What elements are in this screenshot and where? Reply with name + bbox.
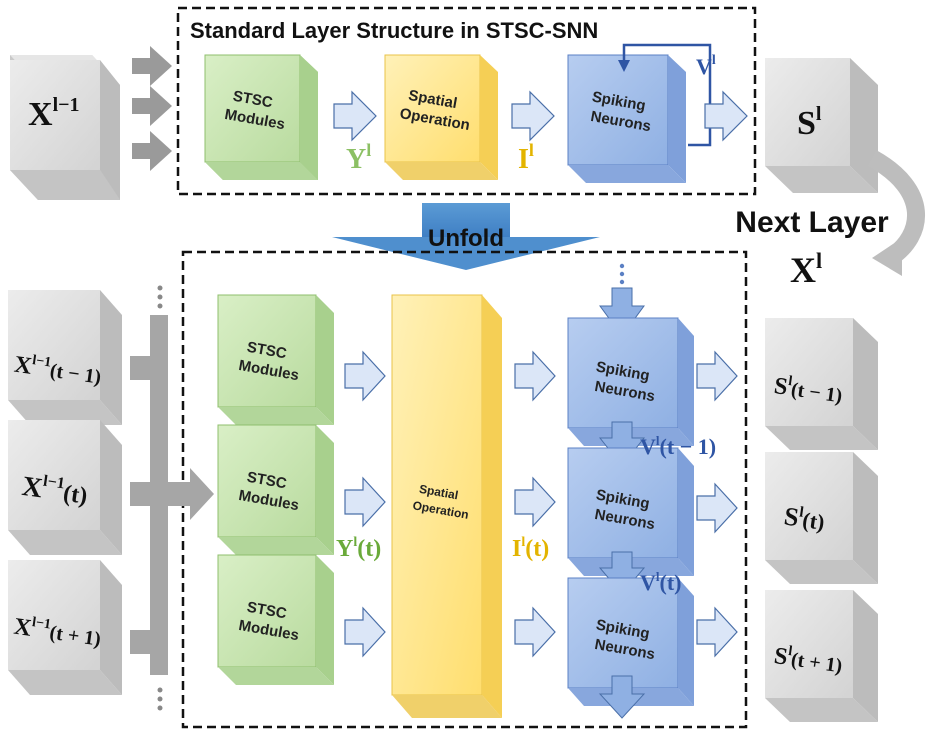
bottom-stsc-block-2 (217, 424, 334, 555)
top-i-label: Il (518, 140, 534, 175)
bottom-stsc-label-2a: STSC (246, 469, 289, 493)
top-input-arrows (132, 46, 172, 171)
bottom-spiking-block-3 (567, 577, 694, 706)
bottom-spiking-block-1 (567, 317, 694, 446)
top-output-label: Sl (797, 103, 822, 142)
next-layer-arrowhead (872, 238, 902, 276)
top-spiking-block (567, 54, 686, 183)
top-arrow-i (511, 90, 555, 142)
top-panel-title: Standard Layer Structure in STSC-SNN (190, 18, 598, 43)
left-ellipsis-bottom (157, 687, 163, 711)
bottom-input-label-2: Xl−1(t) (20, 470, 90, 511)
v-label-t: Vl(t) (640, 569, 682, 595)
input-bus (130, 315, 214, 675)
top-output-box (765, 58, 878, 193)
top-v-loop (622, 43, 712, 147)
top-v-label: Vl (696, 53, 716, 79)
next-layer-x: Xl (790, 248, 822, 290)
bottom-arrows-yellow-blue (514, 350, 556, 658)
bottom-y-label: Yl(t) (336, 535, 381, 562)
top-arrow-out (704, 90, 748, 142)
top-panel-border (176, 6, 757, 196)
v-label-t-minus-1: Vl(t − 1) (640, 433, 716, 459)
bottom-arrows-blue-output (696, 350, 738, 658)
bottom-output-box-1 (765, 318, 878, 450)
top-input-label: Xl−1 (28, 94, 80, 133)
next-layer-label: Next Layer (735, 206, 889, 239)
bottom-stsc-label-3a: STSC (246, 599, 289, 623)
unfold-label: Unfold (428, 225, 504, 252)
bottom-stsc-label-1a: STSC (246, 339, 289, 363)
bottom-spatial-block (391, 294, 502, 718)
bottom-input-box-3 (8, 560, 122, 695)
bottom-output-box-2 (765, 452, 878, 584)
bottom-input-box-2 (8, 420, 122, 555)
bottom-stsc-block-3 (217, 554, 334, 685)
bottom-spatial-label-1: Spatial (418, 482, 459, 503)
top-v-loop-arrowhead (618, 60, 630, 72)
top-y-label: Yl (346, 140, 371, 175)
bottom-output-box-3 (765, 590, 878, 722)
top-stsc-block (204, 54, 318, 180)
top-stsc-label-1: STSC (232, 88, 275, 112)
top-arrow-y (333, 90, 377, 142)
spiking-top-ellipsis (619, 263, 625, 285)
unfold-arrow (332, 203, 600, 270)
top-spatial-block (384, 54, 498, 180)
bottom-arrows-green-yellow (344, 350, 386, 658)
spiking-exit-arrow (598, 675, 646, 719)
top-input-box (10, 55, 120, 200)
bottom-spiking-block-2 (567, 447, 694, 576)
bottom-input-box-1 (8, 290, 122, 425)
bottom-output-label-2: Sl(t) (782, 502, 826, 536)
left-ellipsis-top (157, 285, 163, 309)
bottom-i-label: Il(t) (512, 535, 549, 562)
bottom-stsc-block-1 (217, 294, 334, 425)
